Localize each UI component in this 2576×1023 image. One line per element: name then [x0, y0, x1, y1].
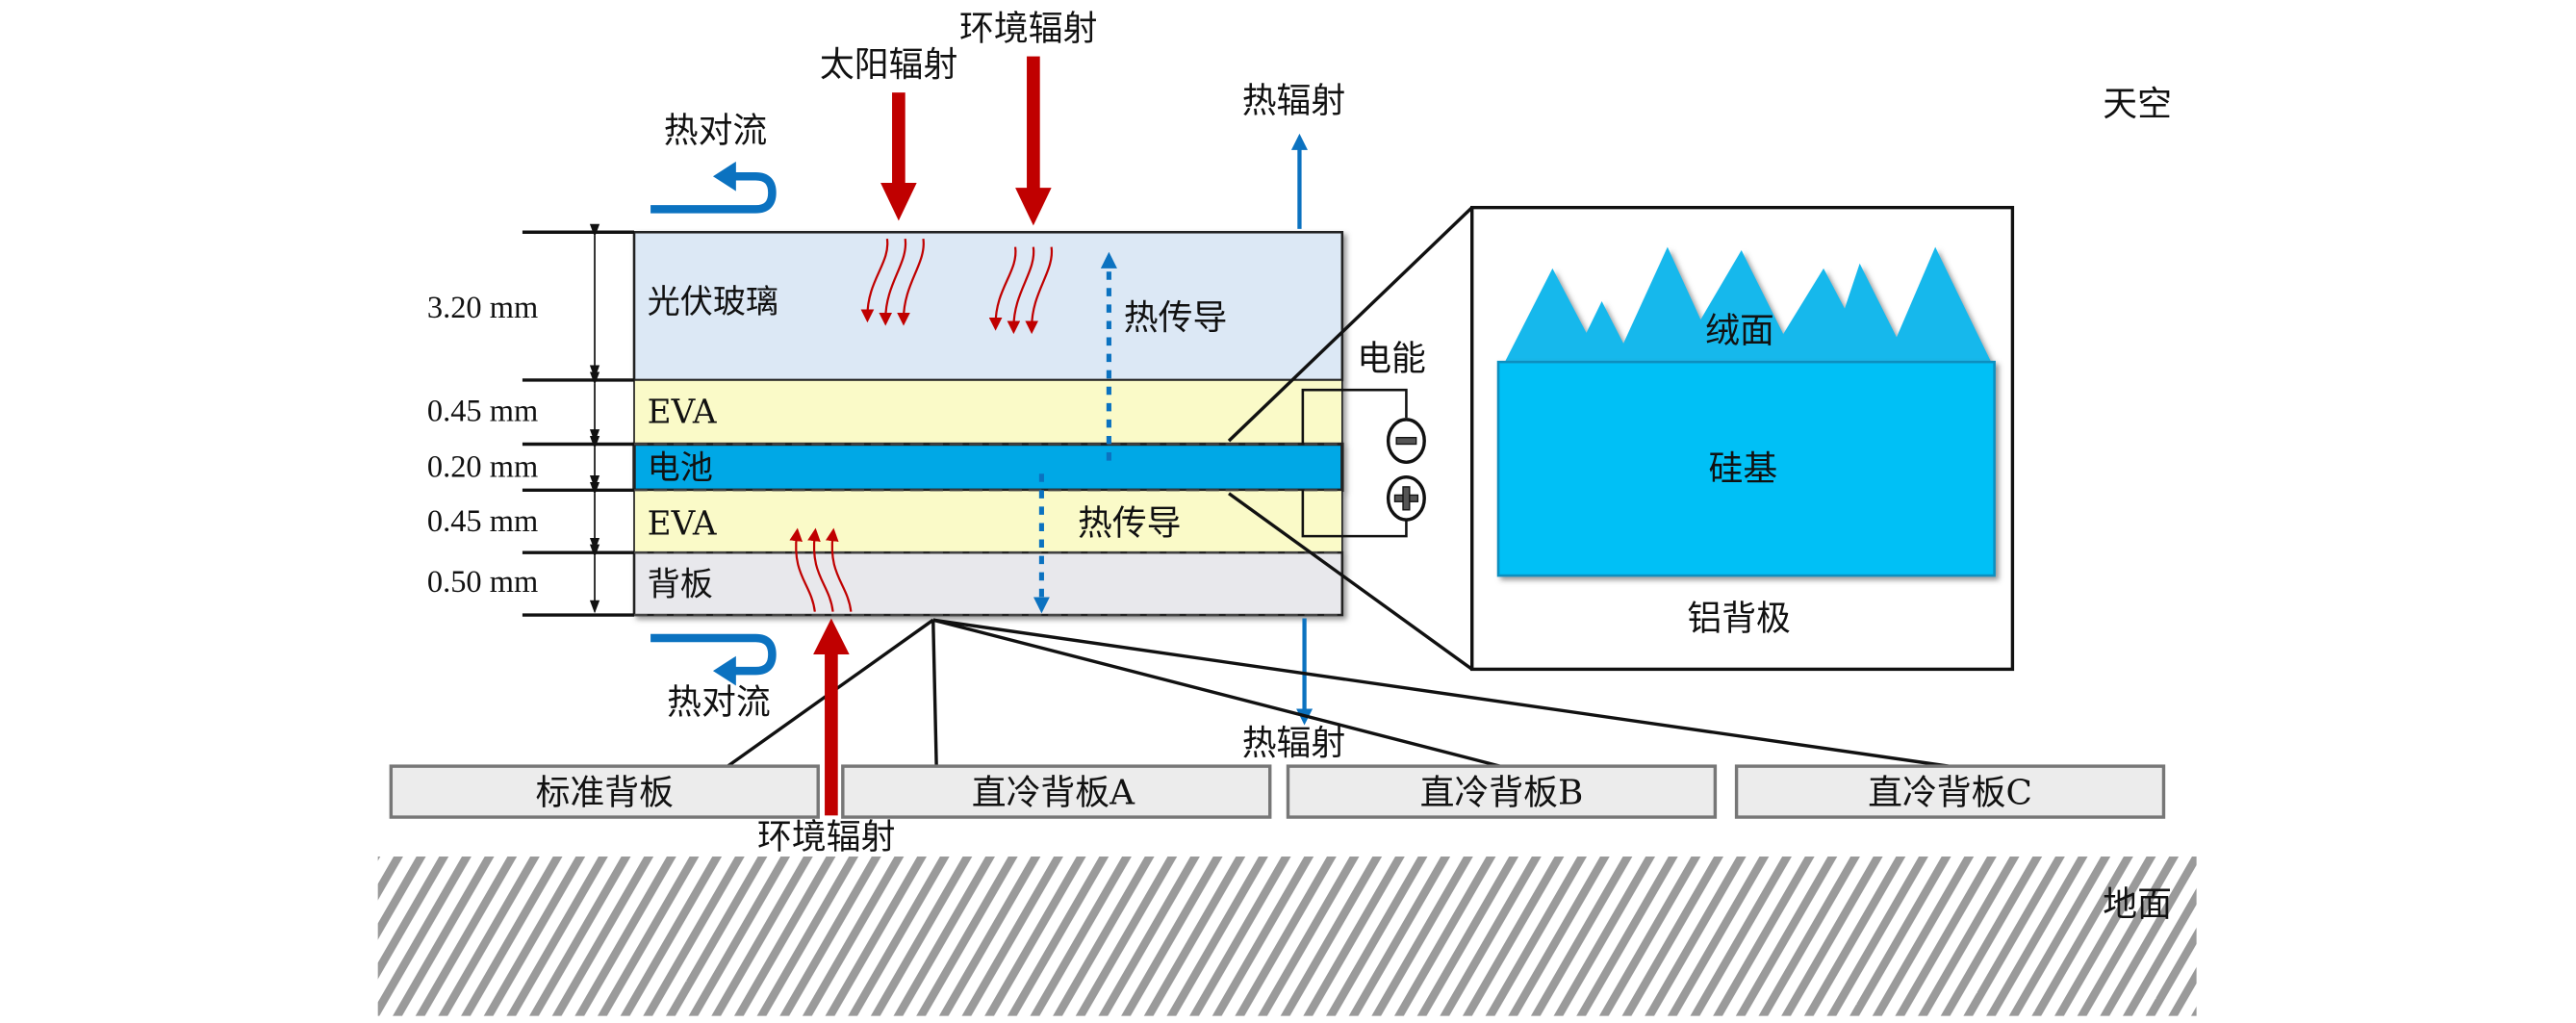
thickness-cell: 0.20 mm — [427, 450, 538, 485]
thickness-backsheet: 0.50 mm — [427, 565, 538, 600]
convection-top-arrow-icon — [650, 171, 777, 214]
convection-top-arrowhead-icon — [712, 161, 736, 192]
zoom-line-top — [1227, 206, 1473, 443]
plus-sign-v-icon — [1402, 486, 1411, 511]
ambient-radiation-top-arrow-shaft — [1027, 56, 1040, 190]
backsheet-option-b[interactable]: 直冷背板B — [1286, 764, 1718, 819]
layer-label-eva-top: EVA — [648, 393, 717, 431]
layer-label-cell: 电池 — [648, 448, 713, 487]
thermal-radiation-top-label: 热辐射 — [1242, 82, 1346, 121]
layer-label-eva-bottom: EVA — [648, 504, 717, 543]
backsheet-option-b-label: 直冷背板B — [1420, 773, 1584, 812]
dimension-lines — [522, 223, 635, 617]
solar-radiation-label: 太阳辐射 — [820, 45, 957, 85]
electric-circuit — [1301, 388, 1408, 538]
ambient-radiation-bottom-label: 环境辐射 — [757, 817, 895, 857]
thermal-radiation-bottom-label: 热辐射 — [1242, 724, 1346, 763]
convection-top-label: 热对流 — [664, 111, 768, 150]
silicon-label: 硅基 — [1709, 449, 1778, 489]
module-stack — [632, 230, 1344, 617]
thickness-eva-bottom: 0.45 mm — [427, 504, 538, 539]
ambient-radiation-top-label: 环境辐射 — [959, 10, 1097, 49]
absorbed-rays-glass — [860, 238, 1054, 335]
textured-surface — [1504, 246, 1992, 363]
minus-sign-icon — [1395, 436, 1417, 446]
layer-cell — [632, 442, 1344, 493]
texture-label: 绒面 — [1705, 312, 1774, 351]
thickness-eva-top: 0.45 mm — [427, 395, 538, 429]
solar-radiation-arrow-shaft — [892, 92, 905, 185]
layer-label-glass: 光伏玻璃 — [648, 283, 779, 321]
ambient-radiation-bottom-arrow-shaft — [825, 651, 838, 816]
backsheet-option-a-label: 直冷背板A — [972, 773, 1135, 812]
zoom-line-bottom — [1228, 492, 1473, 671]
silicon-base — [1496, 360, 1996, 577]
backsheet-option-c[interactable]: 直冷背板C — [1734, 764, 2166, 819]
convection-bottom-label: 热对流 — [667, 682, 771, 722]
ambient-radiation-top-arrowhead-icon — [1015, 188, 1052, 226]
thickness-glass: 3.20 mm — [427, 291, 538, 325]
backsheet-option-c-label: 直冷背板C — [1868, 773, 2032, 812]
ground-hatch — [377, 857, 2197, 1016]
backsheet-option-standard[interactable]: 标准背板 — [389, 764, 820, 819]
convection-bottom-arrow-icon — [650, 633, 777, 676]
backsheet-option-a[interactable]: 直冷背板A — [841, 764, 1272, 819]
layer-eva-top — [633, 379, 1343, 446]
backsheet-option-standard-label: 标准背板 — [536, 773, 674, 812]
conduction-upper-label: 热传导 — [1124, 298, 1228, 338]
ambient-radiation-bottom-arrowhead-icon — [813, 618, 850, 655]
layer-glass — [632, 230, 1344, 382]
layer-backsheet — [632, 550, 1344, 617]
layer-eva-bottom — [633, 489, 1343, 554]
convection-bottom-arrowhead-icon — [712, 655, 736, 686]
sky-label: 天空 — [2103, 85, 2172, 124]
aluminum-back-electrode-label: 铝背极 — [1687, 599, 1791, 638]
conduction-lower-label: 热传导 — [1078, 503, 1182, 543]
electric-energy-label: 电能 — [1357, 340, 1426, 379]
ground-label: 地面 — [2103, 884, 2172, 924]
layer-label-backsheet: 背板 — [648, 566, 713, 604]
absorbed-rays-backsheet — [789, 527, 853, 612]
solar-radiation-arrowhead-icon — [880, 183, 917, 221]
